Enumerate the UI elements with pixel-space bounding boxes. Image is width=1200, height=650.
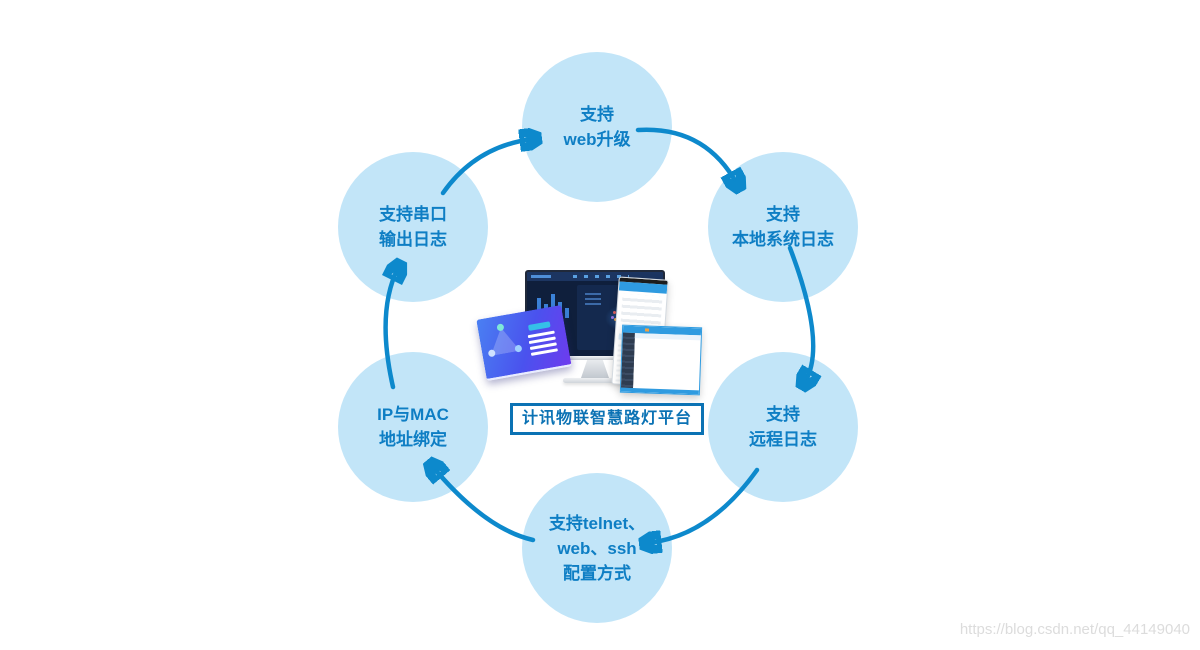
window-bottombar (620, 387, 699, 395)
node-remote-log: 支持 远程日志 (708, 352, 858, 502)
node-label-line: 支持 (580, 105, 614, 124)
node-label-line: 远程日志 (749, 430, 817, 449)
diagram-dot (487, 349, 496, 358)
node-label-line: web升级 (563, 130, 631, 149)
monitor-stand (581, 360, 609, 378)
node-label-line: 本地系统日志 (732, 230, 834, 249)
titlebar-dot (644, 328, 650, 332)
window-toolbar (634, 333, 701, 341)
node-telnet-web-ssh: 支持telnet、 web、ssh 配置方式 (522, 473, 672, 623)
node-label-line: 支持 (766, 405, 800, 424)
purple-app-card (476, 305, 572, 381)
diagram-dot (514, 344, 523, 353)
card-button (527, 321, 551, 331)
map-legend (585, 293, 601, 307)
map-marker (611, 316, 615, 320)
monitor-base (563, 378, 627, 383)
node-label-line: 支持串口 (379, 205, 447, 224)
card-text-line (530, 348, 558, 356)
node-label-line: 支持telnet、 (548, 513, 646, 533)
bar-chart-bar (565, 308, 569, 318)
diagram-dot (496, 323, 505, 332)
node-ip-mac-binding: IP与MAC 地址绑定 (338, 352, 488, 502)
window-sidebar (621, 332, 635, 389)
node-label-line: IP与MAC (377, 405, 449, 424)
dashboard-topbar (527, 272, 663, 281)
node-label-line: web、ssh (557, 538, 637, 558)
node-serial-port-log: 支持串口 输出日志 (338, 152, 488, 302)
node-local-system-log: 支持 本地系统日志 (708, 152, 858, 302)
node-label-line: 输出日志 (379, 230, 447, 249)
platform-caption: 计讯物联智慧路灯平台 (510, 403, 705, 435)
node-label-line: 地址绑定 (379, 430, 447, 449)
watermark-url: https://blog.csdn.net/qq_44149040 (959, 621, 1190, 638)
map-marker (612, 311, 616, 314)
form-rows (620, 293, 663, 327)
config-window (619, 324, 703, 396)
node-web-upgrade: 支持 web升级 (522, 52, 672, 202)
dashboard-logo (531, 275, 551, 278)
node-label-line: 支持 (766, 205, 800, 224)
platform-illustration (476, 260, 703, 402)
monitor-chin (525, 356, 665, 360)
node-label-line: 配置方式 (563, 563, 631, 583)
